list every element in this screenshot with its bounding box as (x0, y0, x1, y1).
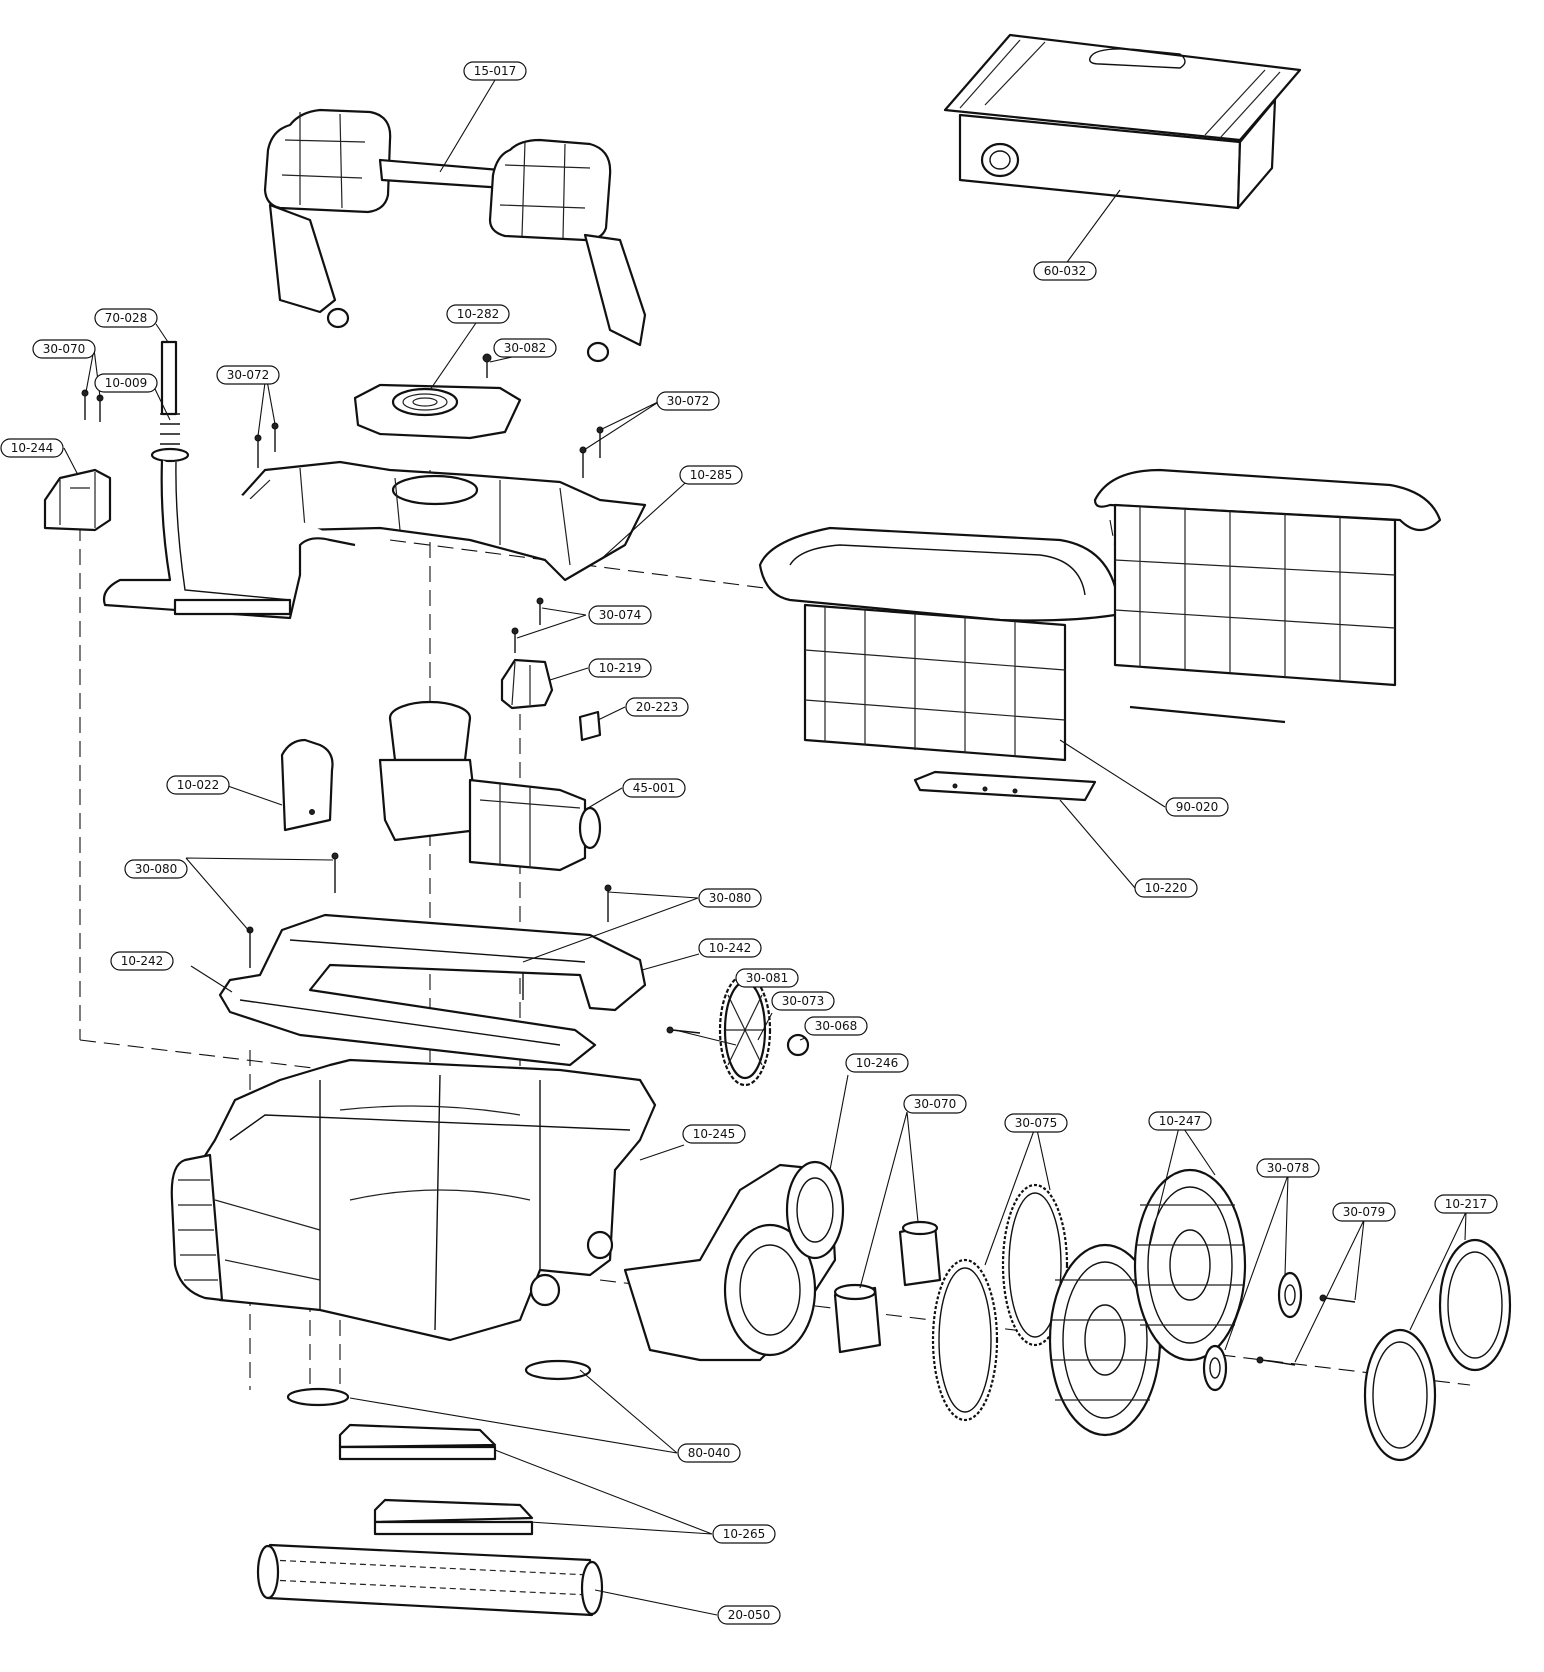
callout-text: 45-001 (633, 781, 676, 795)
callout-text: 30-070 (43, 342, 86, 356)
callout-text: 30-072 (667, 394, 710, 408)
callout-text: 10-220 (1145, 881, 1188, 895)
part-body-10-245 (170, 1058, 657, 1342)
callout-text: 10-247 (1159, 1114, 1202, 1128)
callout-label: 20-223 (625, 697, 689, 717)
callout-label: 20-050 (717, 1605, 781, 1625)
part-chassis-cover-10-285 (218, 460, 647, 582)
callout-text: 30-081 (746, 971, 789, 985)
callout-label: 10-246 (845, 1053, 909, 1073)
part-brush-20-050 (256, 1543, 604, 1617)
part-cover-10-022 (280, 738, 334, 832)
callout-label: 10-244 (0, 438, 64, 458)
leader-lines (63, 79, 1467, 1616)
callout-label: 15-017 (463, 61, 527, 81)
callout-label: 30-080 (124, 859, 188, 879)
callout-label: 30-080 (698, 888, 762, 908)
callout-text: 10-244 (11, 441, 54, 455)
part-strip-10-220 (913, 770, 1097, 802)
part-hub-30-078 (1202, 1271, 1303, 1392)
callout-label: 10-245 (682, 1124, 746, 1144)
callout-text: 10-219 (599, 661, 642, 675)
callout-text: 30-075 (1015, 1116, 1058, 1130)
callout-text: 20-050 (728, 1608, 771, 1622)
callout-label: 30-073 (771, 991, 835, 1011)
callout-text: 30-082 (504, 341, 547, 355)
callout-text: 30-080 (709, 891, 752, 905)
callout-text: 10-242 (709, 941, 752, 955)
callout-label: 10-242 (698, 938, 762, 958)
callout-label: 45-001 (622, 778, 686, 798)
callout-label: 10-242 (110, 951, 174, 971)
callout-label: 30-081 (735, 968, 799, 988)
part-wheel-10-247 (1048, 1168, 1247, 1437)
callout-text: 10-245 (693, 1127, 736, 1141)
part-lid-60-032 (943, 33, 1302, 210)
callout-label: 30-068 (804, 1016, 868, 1036)
callout-text: 30-074 (599, 608, 642, 622)
callout-text: 70-028 (105, 311, 148, 325)
part-drive-housing-10-246 (623, 1160, 845, 1362)
callout-label: 10-022 (166, 775, 230, 795)
screws (81, 353, 1356, 1366)
callout-text: 15-017 (474, 64, 517, 78)
callout-text: 10-009 (105, 376, 148, 390)
part-hubcap-10-217 (1363, 1238, 1512, 1462)
callout-text: 10-022 (177, 778, 220, 792)
callout-text: 60-032 (1044, 264, 1087, 278)
part-clip-10-219 (500, 658, 602, 742)
callout-label: 90-020 (1165, 797, 1229, 817)
callout-label: 70-028 (94, 308, 158, 328)
callout-text: 30-073 (782, 994, 825, 1008)
part-gear-30-073 (718, 973, 810, 1087)
callout-text: 30-079 (1343, 1205, 1386, 1219)
callout-text: 30-078 (1267, 1161, 1310, 1175)
callout-label: 10-217 (1434, 1194, 1498, 1214)
callout-text: 10-246 (856, 1056, 899, 1070)
part-handle-15-017 (263, 108, 647, 363)
callout-label: 30-072 (656, 391, 720, 411)
callout-label: 30-082 (493, 338, 557, 358)
part-motor-45-001 (378, 700, 602, 872)
callout-text: 10-217 (1445, 1197, 1488, 1211)
part-frame-10-242 (218, 913, 647, 1067)
callout-label: 80-040 (677, 1443, 741, 1463)
callout-labels: 15-017 60-032 70-028 10-282 30-082 30-07… (0, 61, 1498, 1625)
callout-text: 30-068 (815, 1019, 858, 1033)
part-disc-80-040 (286, 1359, 592, 1407)
part-bushing-30-070 (833, 1220, 942, 1354)
callout-label: 10-285 (679, 465, 743, 485)
part-filter-basket-90-020 (758, 468, 1442, 762)
callout-label: 10-247 (1148, 1111, 1212, 1131)
callout-label: 10-282 (446, 304, 510, 324)
callout-label: 10-219 (588, 658, 652, 678)
part-bracket-10-244 (43, 468, 112, 532)
callout-label: 10-220 (1134, 878, 1198, 898)
callout-label: 30-078 (1256, 1158, 1320, 1178)
callout-label: 10-265 (712, 1524, 776, 1544)
callout-text: 90-020 (1176, 800, 1219, 814)
callout-text: 10-242 (121, 954, 164, 968)
callout-label: 30-079 (1332, 1202, 1396, 1222)
part-hose-70-028 (102, 340, 356, 620)
callout-label: 10-009 (94, 373, 158, 393)
callout-text: 20-223 (636, 700, 679, 714)
callout-label: 30-074 (588, 605, 652, 625)
callout-label: 30-070 (903, 1094, 967, 1114)
callout-text: 80-040 (688, 1446, 731, 1460)
callout-text: 10-282 (457, 307, 500, 321)
callout-label: 30-075 (1004, 1113, 1068, 1133)
callout-label: 30-070 (32, 339, 96, 359)
callout-text: 10-265 (723, 1527, 766, 1541)
callout-text: 30-070 (914, 1097, 957, 1111)
callout-text: 30-072 (227, 368, 270, 382)
part-belt-30-075 (931, 1183, 1069, 1422)
callout-label: 30-072 (216, 365, 280, 385)
callout-text: 30-080 (135, 862, 178, 876)
callout-label: 60-032 (1033, 261, 1097, 281)
callout-text: 10-285 (690, 468, 733, 482)
part-top-cover-10-282 (353, 383, 522, 440)
part-brush-holder-10-265 (338, 1423, 534, 1536)
